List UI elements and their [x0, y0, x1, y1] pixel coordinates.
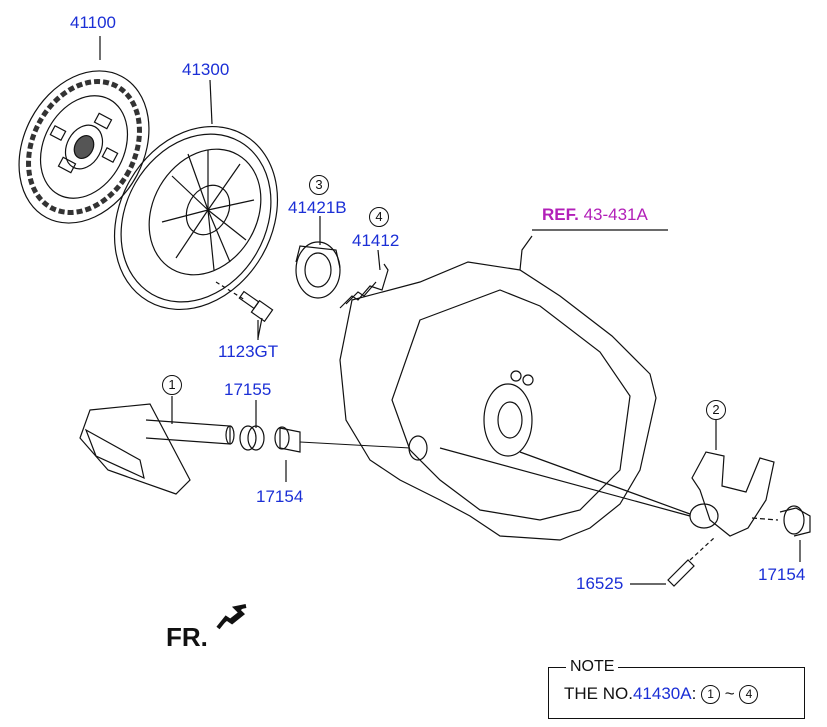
note-to-callout: 4: [739, 685, 759, 705]
callout-3: 3: [309, 175, 329, 195]
callout-2: 2: [706, 400, 726, 420]
note-tilde: ~: [724, 684, 735, 703]
part-label-16525: 16525: [576, 574, 624, 593]
leader-lines: [99, 36, 801, 562]
part-label-17155: 17155: [224, 380, 272, 399]
part-label-41421b: 41421B: [288, 198, 347, 217]
ref-prefix: REF.: [542, 205, 579, 224]
clutch-disc-drawing: [18, 70, 150, 224]
note-code: 41430A: [632, 684, 692, 703]
front-arrow-icon: [216, 604, 247, 630]
note-line: THE NO.41430A: 1 ~ 4: [564, 684, 759, 705]
note-box: [548, 667, 805, 719]
release-fork-drawing: [689, 420, 775, 537]
note-text: THE NO.: [564, 684, 633, 703]
bolt-1123gt-drawing: [215, 281, 274, 339]
part-label-41412: 41412: [352, 231, 400, 250]
note-sep: :: [691, 684, 697, 703]
callout-1: 1: [162, 375, 182, 395]
bolt-16525-drawing: [630, 537, 715, 587]
part-label-1123gt: 1123GT: [218, 342, 279, 361]
part-label-41300: 41300: [182, 60, 230, 79]
pressure-plate-drawing: [113, 125, 279, 311]
callout-4: 4: [369, 207, 389, 227]
bushing-drawings: [239, 425, 811, 537]
release-fork-shaft-drawing: [79, 396, 235, 495]
transmission-case-drawing: [339, 229, 691, 541]
release-bearing-drawing: [295, 216, 341, 299]
front-marker: FR.: [166, 622, 208, 652]
ref-code: 43-431A: [583, 205, 648, 224]
part-label-17154-left: 17154: [256, 487, 304, 506]
clip-spring-drawing: [339, 249, 389, 309]
part-label-17154-right: 17154: [758, 565, 806, 584]
ref-label: REF. 43-431A: [542, 206, 648, 224]
part-label-41100: 41100: [70, 13, 117, 32]
note-title: NOTE: [566, 658, 619, 676]
note-from-callout: 1: [701, 685, 721, 705]
